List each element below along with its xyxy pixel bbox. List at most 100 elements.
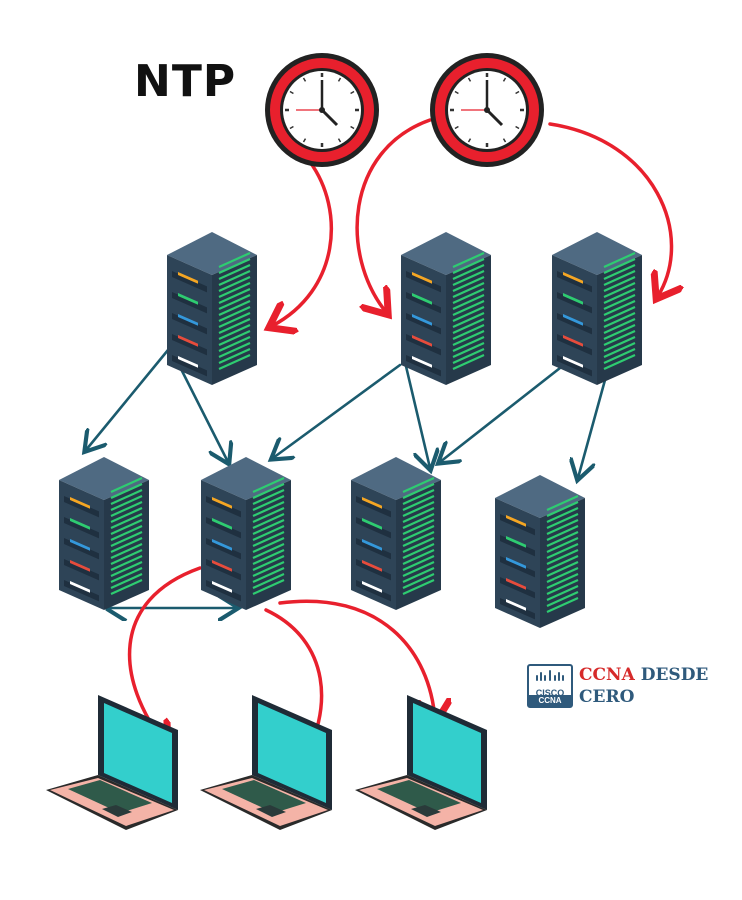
server-vent: [252, 554, 285, 572]
server-vent: [546, 578, 579, 596]
laptop-touchpad: [256, 805, 286, 817]
server-vent: [452, 329, 485, 347]
ccna-desde-cero-logo: CISCO CCNA CCNA DESDE CERO: [527, 664, 717, 714]
clock-tick: [502, 77, 507, 82]
server-vent: [252, 536, 285, 554]
server-vent: [218, 329, 251, 347]
clock-tick: [467, 77, 472, 82]
server-led: [362, 581, 382, 593]
server-vent: [452, 263, 485, 281]
server-bay: [406, 271, 441, 293]
server-vent: [603, 293, 636, 311]
server-vent: [603, 335, 636, 353]
server-vent: [603, 251, 636, 269]
server-led: [178, 314, 198, 326]
server-vent: [110, 512, 143, 530]
laptop-1-laptop-icon: [46, 695, 178, 830]
server-bay: [500, 556, 535, 578]
logo-ccna: CCNA: [579, 665, 635, 685]
server-vent: [110, 524, 143, 542]
clock-tick: [515, 125, 520, 130]
server-vent: [402, 536, 435, 554]
server-vent: [603, 353, 636, 371]
server-led: [178, 293, 198, 305]
server-bay: [500, 514, 535, 536]
server-vent: [110, 494, 143, 512]
server-bay: [64, 496, 99, 518]
server-led: [70, 581, 90, 593]
server-led: [563, 314, 583, 326]
server-top: [167, 232, 257, 275]
server-vent: [546, 500, 579, 518]
server-bay: [64, 538, 99, 560]
server-led: [506, 536, 526, 548]
server-bay: [64, 559, 99, 581]
server-vent: [110, 560, 143, 578]
server-vent: [218, 257, 251, 275]
server-vent: [218, 275, 251, 293]
server-vent: [218, 299, 251, 317]
server-led: [362, 518, 382, 530]
server-bay: [356, 517, 391, 539]
server-top: [401, 232, 491, 275]
server-vent: [402, 518, 435, 536]
server-vent: [110, 488, 143, 506]
laptop-touchpad: [411, 805, 441, 817]
server-vent: [402, 530, 435, 548]
server-vent: [252, 548, 285, 566]
server-led: [563, 293, 583, 305]
clock-pin: [484, 107, 490, 113]
laptop-touchpad: [102, 805, 132, 817]
server-vent: [252, 542, 285, 560]
link-arrow-server-b-to-server-e: [273, 363, 402, 458]
server-led: [412, 272, 432, 284]
server-bay: [64, 580, 99, 602]
server-vent: [252, 578, 285, 596]
server-led: [212, 497, 232, 509]
server-vent: [110, 548, 143, 566]
server-b-server-icon: [401, 232, 491, 385]
server-led: [70, 497, 90, 509]
server-vent: [252, 572, 285, 590]
server-vent: [546, 530, 579, 548]
clock-tick: [515, 90, 520, 95]
server-vent: [218, 251, 251, 269]
server-vent: [110, 500, 143, 518]
server-led: [412, 314, 432, 326]
server-vent: [218, 293, 251, 311]
server-led: [178, 272, 198, 284]
clock-tick: [337, 77, 342, 82]
clock-tick: [289, 90, 294, 95]
server-f-server-icon: [351, 457, 441, 610]
clock-tick: [302, 77, 307, 82]
server-bay: [500, 577, 535, 599]
server-vent: [110, 518, 143, 536]
server-bay: [557, 292, 592, 314]
server-led: [70, 560, 90, 572]
server-led: [563, 335, 583, 347]
server-vent: [452, 317, 485, 335]
server-top: [59, 457, 149, 500]
server-vent: [452, 269, 485, 287]
server-bay: [172, 271, 207, 293]
server-vent: [218, 269, 251, 287]
server-vent: [252, 494, 285, 512]
diagram-title: NTP: [134, 56, 237, 107]
clock-2-clock-icon: [430, 53, 544, 167]
server-led: [178, 356, 198, 368]
link-arrow-server-c-to-server-g: [578, 378, 607, 478]
server-vent: [546, 548, 579, 566]
link-arrow-server-a-to-server-e: [176, 361, 228, 462]
logo-text: CCNA DESDE CERO: [579, 664, 708, 708]
server-vent: [252, 482, 285, 500]
server-vent: [402, 542, 435, 560]
server-led: [412, 335, 432, 347]
server-vent: [402, 512, 435, 530]
server-vent: [218, 323, 251, 341]
server-bay: [206, 559, 241, 581]
server-d-server-icon: [59, 457, 149, 610]
server-vent: [402, 506, 435, 524]
server-led: [362, 539, 382, 551]
clock-tick: [289, 125, 294, 130]
server-bay: [172, 334, 207, 356]
